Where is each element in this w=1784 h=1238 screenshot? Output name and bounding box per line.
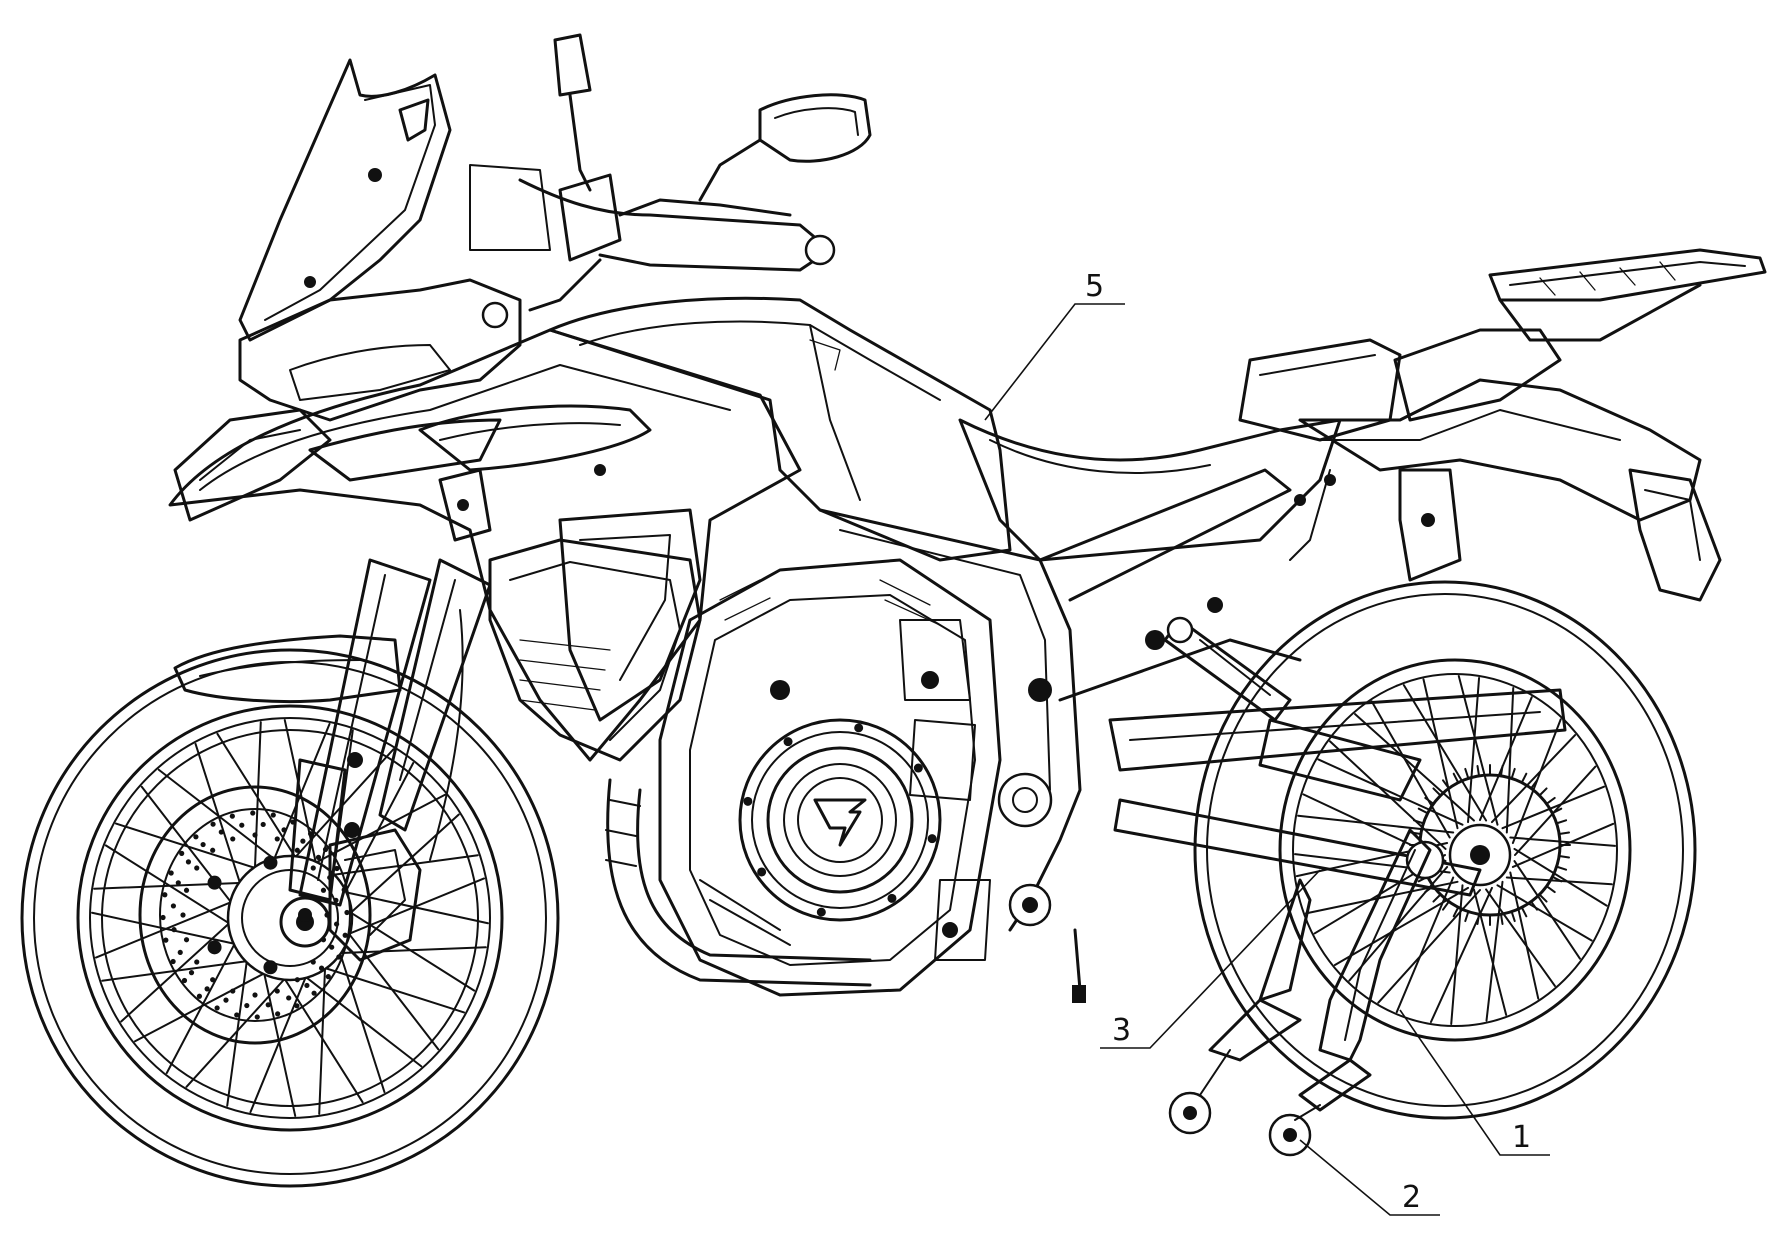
windscreen [238, 58, 452, 342]
mirror [698, 93, 872, 202]
front-fork [288, 558, 492, 907]
callout-label-1: 1 [1512, 1120, 1531, 1155]
seat [958, 338, 1402, 562]
rear-wheel [1193, 580, 1697, 1120]
callout-2: 2 [1299, 1139, 1440, 1216]
front-fender [173, 634, 402, 704]
front-side-fairing [168, 328, 802, 762]
callout-3: 3 [1100, 869, 1321, 1049]
luggage-rack [1393, 248, 1767, 422]
handlebar-cockpit [469, 33, 836, 329]
callout-label-3: 3 [1112, 1013, 1131, 1048]
tail-section [1289, 378, 1722, 602]
callout-1: 1 [1399, 1009, 1550, 1156]
front-wheel [20, 648, 560, 1188]
engine [658, 558, 1086, 1003]
radiator-shroud [488, 538, 702, 762]
paddock-stand [1168, 828, 1432, 1157]
exhaust-header [605, 778, 872, 987]
callout-5: 5 [984, 269, 1125, 421]
callout-label-2: 2 [1402, 1180, 1421, 1215]
headlight-cowl [173, 278, 522, 542]
front-brake-disc [138, 785, 422, 1045]
fuel-tank [548, 296, 1012, 562]
swingarm [1108, 688, 1567, 897]
callout-label-5: 5 [1085, 269, 1104, 304]
rear-shock [1163, 616, 1292, 722]
